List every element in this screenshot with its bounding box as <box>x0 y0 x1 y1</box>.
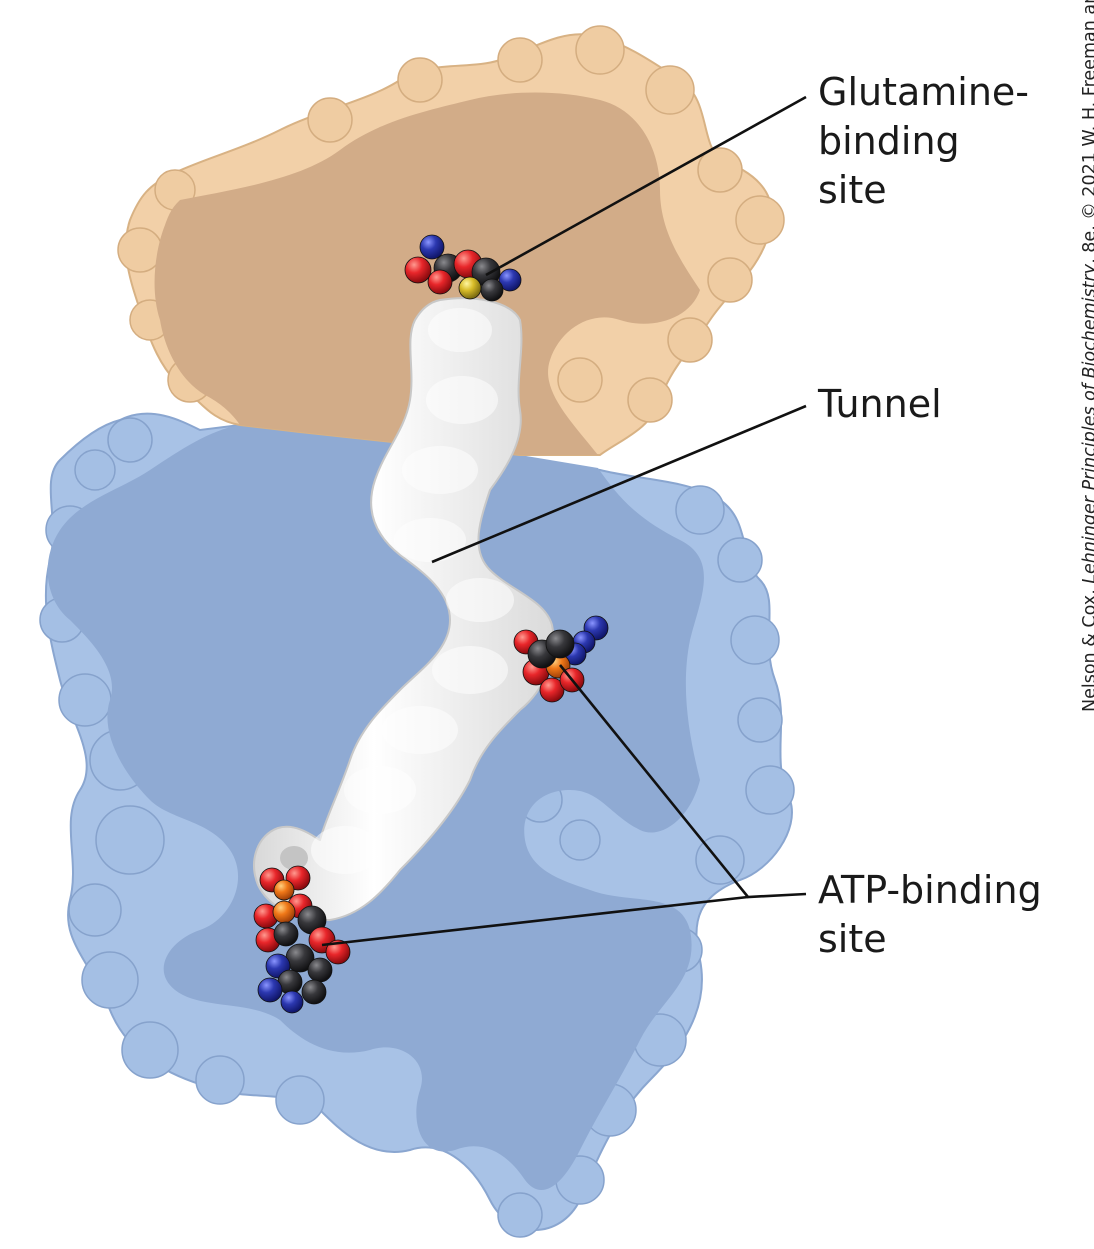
glutamine-surface-bumps <box>117 25 785 423</box>
tunnel-label: Tunnel <box>818 380 942 429</box>
atp-label-line-2: site <box>818 917 887 961</box>
tunnel-beads <box>311 308 514 874</box>
glutamine-label-line-2: binding <box>818 119 960 163</box>
atp-label-line-1: ATP-binding <box>818 868 1042 912</box>
tunnel-leader-line <box>431 404 807 564</box>
tunnel-surface <box>253 297 555 922</box>
tunnel-label-text: Tunnel <box>818 382 942 426</box>
credit-book-title: Lehninger Principles of Biochemistry <box>1080 263 1094 584</box>
credit-suffix: , 8e, © 2021 W. H. Freeman and Company <box>1080 0 1094 264</box>
glutamine-binding-site-label: Glutamine- binding site <box>818 68 1029 215</box>
atp-leader-line-to-atp <box>321 895 749 947</box>
atp-molecule <box>253 865 351 1014</box>
tunnel-hook-hole <box>280 846 308 870</box>
glutamine-leader-line <box>485 95 807 277</box>
glutamine-label-line-1: Glutamine- <box>818 70 1030 114</box>
leader-lines <box>321 95 807 947</box>
credit-prefix: Nelson & Cox, <box>1080 589 1094 712</box>
glutamine-site-molecule <box>404 234 522 302</box>
glutamine-label-line-3: site <box>818 168 887 212</box>
atp-binding-site-label: ATP-binding site <box>818 866 1042 964</box>
copyright-credit: Nelson & Cox, Lehninger Principles of Bi… <box>1080 0 1094 712</box>
